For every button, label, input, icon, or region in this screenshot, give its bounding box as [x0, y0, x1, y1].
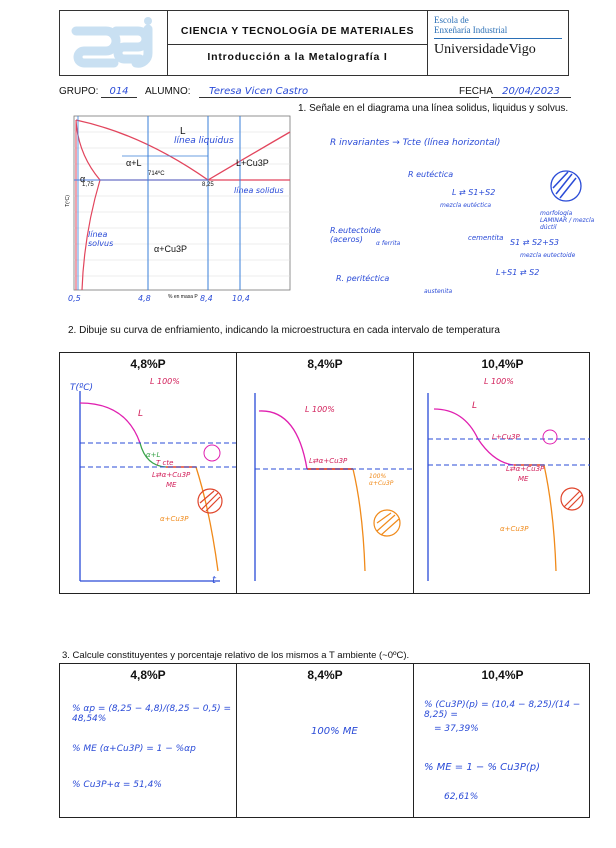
- note-eutectoide-sub: mezcla eutectoide: [520, 252, 576, 259]
- grupo-value: 014: [101, 86, 137, 98]
- t-axis-label: t: [212, 575, 216, 586]
- col-48: 4,8%P % αp = (8,25 − 4,8)/(8,25 − 0,5) =…: [60, 664, 237, 817]
- col-104: 10,4%P % (Cu3P)(p) = (10,4 − 8,25)/(14 −…: [414, 664, 591, 817]
- col-header: 10,4%P: [481, 668, 524, 682]
- phase-alpha-L: α+L: [126, 158, 142, 168]
- fecha-value: 20/04/2023: [491, 86, 571, 98]
- phase-L-Cu3P: L+Cu3P: [236, 158, 269, 168]
- note-ferrita: α ferrita: [376, 240, 401, 247]
- label-reaction: L⇄α+Cu3P: [506, 465, 545, 473]
- label-Tcte: T cte: [156, 459, 174, 467]
- solidus-annotation: línea solidus: [234, 186, 284, 195]
- col-header: 4,8%P: [130, 357, 166, 371]
- col-header: 8,4%P: [307, 668, 343, 682]
- phase-alpha-Cu3P: α+Cu3P: [154, 244, 187, 254]
- calc-line1: % αp = (8,25 − 4,8)/(8,25 − 0,5) = 48,54…: [72, 704, 232, 724]
- school-line1: Escola de: [434, 15, 469, 25]
- note-eutectoide-eq: S1 ⇄ S2+S3: [510, 238, 559, 247]
- eutectic-temp: 714ºC: [148, 171, 165, 177]
- constituents-table: 4,8%P % αp = (8,25 − 4,8)/(8,25 − 0,5) =…: [59, 663, 590, 818]
- phase-L: L: [180, 126, 186, 137]
- point-825: 8,25: [202, 182, 214, 188]
- y-axis-label: T(ºC): [64, 195, 71, 207]
- note-eutectic-eq: L ⇄ S1+S2: [452, 188, 496, 197]
- label-L: L: [472, 401, 478, 411]
- university-box: Escola de Enxeñaría Industrial Universid…: [428, 11, 568, 75]
- y-axis-label: T(ºC): [70, 383, 94, 393]
- alumno-label: ALUMNO:: [145, 86, 191, 97]
- handwritten-notes: R invariantes → Tcte (línea horizontal) …: [300, 130, 600, 310]
- course-subtitle: Introducción a la Metalografía I: [207, 51, 388, 63]
- school-line2: Enxeñaría Industrial: [434, 25, 508, 35]
- col-header: 10,4%P: [481, 357, 524, 371]
- course-title: CIENCIA Y TECNOLOGÍA DE MATERIALES: [180, 25, 415, 37]
- phase-diagram: L α+L L+Cu3P α α+Cu3P 714ºC 1,75 8,25 lí…: [62, 114, 294, 310]
- col-header: 4,8%P: [130, 668, 166, 682]
- question-2: 2. Dibuje su curva de enfriamiento, indi…: [68, 325, 500, 336]
- label-reaction: L⇄α+Cu3P: [309, 457, 348, 465]
- label-LCu: L+Cu3P: [492, 433, 520, 441]
- calc-line2: % ME (α+Cu3P) = 1 − %αp: [72, 744, 196, 754]
- note-eutectica: R eutéctica: [408, 170, 454, 179]
- note-cementita: cementita: [468, 234, 504, 242]
- label-ME: 100% α+Cu3P: [369, 473, 394, 487]
- col-104: 10,4%P L 100% L L+Cu3P L⇄α+Cu3P ME α+Cu3…: [414, 353, 591, 593]
- calc-line1: 100% ME: [311, 726, 358, 737]
- label-aL: α+L: [146, 451, 161, 459]
- question-3: 3. Calcule constituyentes y porcentaje r…: [62, 650, 410, 661]
- question-1: 1. Señale en el diagrama una línea solid…: [298, 103, 569, 114]
- header: CIENCIA Y TECNOLOGÍA DE MATERIALES Intro…: [59, 10, 569, 76]
- label-ME: ME: [166, 481, 177, 489]
- x-axis-label: % en masa P: [168, 294, 198, 300]
- x-mark-84: 8,4: [200, 294, 213, 303]
- calc-line2: = 37,39%: [434, 724, 479, 734]
- note-eutectic-morph: morfología LAMINAR / mezcla dúctil: [540, 210, 595, 231]
- note-invariantes: R invariantes → Tcte (línea horizontal): [330, 138, 501, 148]
- course-box: CIENCIA Y TECNOLOGÍA DE MATERIALES Intro…: [168, 11, 428, 75]
- label-final: α+Cu3P: [500, 525, 529, 533]
- logo: [60, 11, 168, 75]
- calc-line3: % Cu3P+α = 51,4%: [72, 780, 162, 790]
- x-mark-104: 10,4: [232, 294, 250, 303]
- calc-line3: % ME = 1 − % Cu3P(p): [424, 762, 541, 773]
- grupo-label: GRUPO:: [59, 86, 99, 97]
- note-peritectica: R. peritéctica: [336, 274, 390, 283]
- eei-logo-icon: [71, 17, 152, 68]
- note-eutectoide: R.eutectoide (aceros): [330, 226, 381, 244]
- label-ME: ME: [518, 475, 529, 483]
- col-84: 8,4%P L 100% L⇄α+Cu3P 100% α+Cu3P: [237, 353, 414, 593]
- col-48: 4,8%P T(ºC) t L 100% L α+L T cte L⇄α+Cu3…: [60, 353, 237, 593]
- fecha-label: FECHA: [459, 86, 493, 97]
- label-reaction: L⇄α+Cu3P: [152, 471, 191, 479]
- label-L: L: [138, 409, 144, 419]
- university-name: UniversidadeVigo: [434, 42, 536, 57]
- liquidus-annotation: línea liquidus: [174, 136, 234, 146]
- label-L100: L 100%: [305, 405, 335, 414]
- lamellar-icon: [550, 170, 582, 202]
- calc-line1: % (Cu3P)(p) = (10,4 − 8,25)/(14 − 8,25) …: [424, 700, 581, 720]
- label-L100: L 100%: [484, 377, 514, 386]
- label-L100: L 100%: [150, 377, 180, 386]
- phase-alpha: α: [80, 174, 86, 184]
- x-mark-05: 0,5: [68, 294, 81, 303]
- calc-line4: 62,61%: [444, 792, 479, 802]
- x-mark-48: 4,8: [138, 294, 151, 303]
- cooling-curves-table: 4,8%P T(ºC) t L 100% L α+L T cte L⇄α+Cu3…: [59, 352, 590, 594]
- student-row: GRUPO: 014 ALUMNO: Teresa Vicen Castro F…: [59, 86, 589, 100]
- label-final: α+Cu3P: [160, 515, 189, 523]
- alumno-value: Teresa Vicen Castro: [199, 86, 479, 98]
- solvus-annotation: línea solvus: [88, 230, 114, 248]
- note-eutectic-sub: mezcla eutéctica: [440, 202, 492, 209]
- col-header: 8,4%P: [307, 357, 343, 371]
- col-84: 8,4%P 100% ME: [237, 664, 414, 817]
- note-austenita: austenita: [424, 288, 453, 295]
- note-perit-eq: L+S1 ⇄ S2: [496, 268, 540, 277]
- point-175: 1,75: [82, 182, 94, 188]
